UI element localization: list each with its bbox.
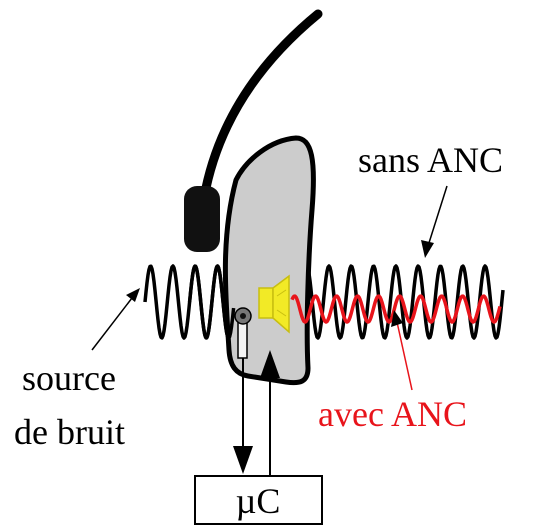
controller-to-speaker-arrow bbox=[260, 350, 280, 480]
noise-source-label-line2: de bruit bbox=[14, 412, 125, 452]
controller-label: µC bbox=[236, 481, 281, 521]
microphone-icon bbox=[234, 307, 252, 359]
headband bbox=[199, 9, 323, 203]
headband-pad bbox=[184, 186, 220, 252]
with-anc-label: avec ANC bbox=[318, 394, 467, 434]
without-anc-pointer bbox=[421, 185, 448, 258]
speaker-icon bbox=[258, 274, 290, 334]
with-anc-pointer bbox=[391, 310, 413, 391]
mic-to-controller-arrow bbox=[233, 358, 253, 474]
controller-box bbox=[194, 475, 323, 525]
anc-wave bbox=[290, 294, 502, 324]
without-anc-label: sans ANC bbox=[358, 140, 503, 180]
noise-wave-front bbox=[187, 264, 236, 340]
noise-source-label-line1: source bbox=[22, 358, 116, 398]
noise-source-pointer bbox=[91, 288, 140, 351]
